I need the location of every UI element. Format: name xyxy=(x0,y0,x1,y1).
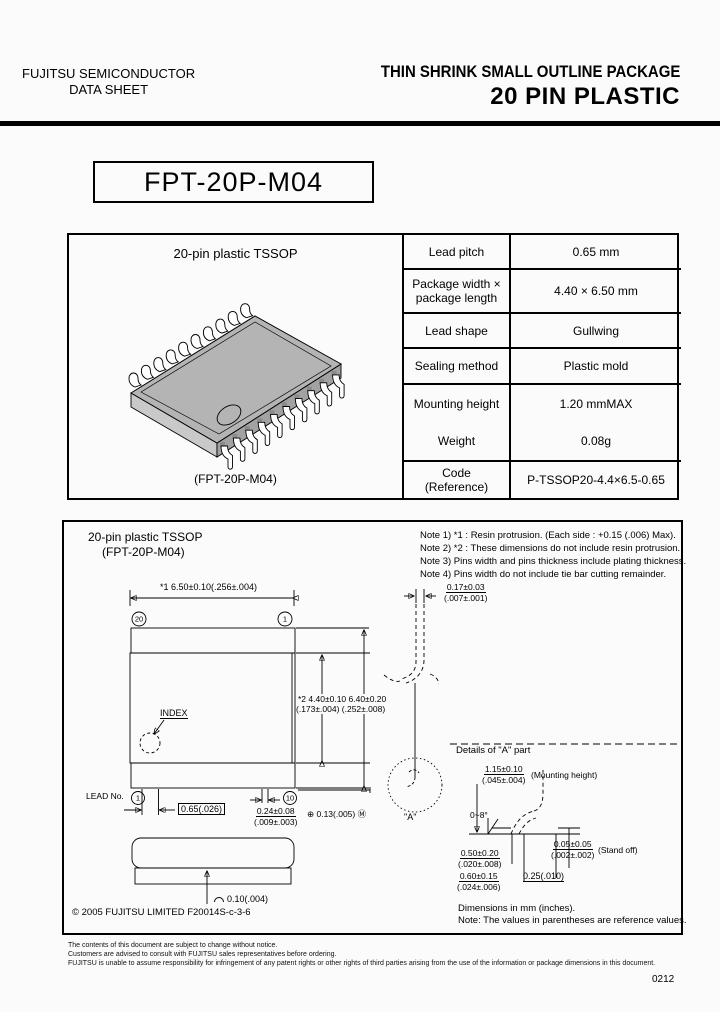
dim-gauge-plane: 0.25(.010) xyxy=(523,871,565,882)
spec-label: Package width × package length xyxy=(404,270,511,312)
drawing-title: 20-pin plastic TSSOP xyxy=(173,246,298,261)
index-label: INDEX xyxy=(160,708,188,719)
copyright-line: © 2005 FUJITSU LIMITED F20014S-c-3-6 xyxy=(72,907,251,918)
standoff-label: (Stand off) xyxy=(598,845,638,855)
dim-lead-width: 0.24±0.08 (.009±.003) xyxy=(254,806,298,827)
dim-body-width-inches: (.173±.004) (.252±.008) xyxy=(296,704,386,714)
units-note: Dimensions in mm (inches). xyxy=(458,903,576,914)
spec-label: Lead shape xyxy=(404,314,511,347)
dim-lead-thickness: 0.17±0.03 (.007±.001) xyxy=(444,582,488,603)
lead-elevation xyxy=(383,589,443,813)
note-2: Note 2) *2 : These dimensions do not inc… xyxy=(420,543,681,554)
footer-disclaimers: The contents of this document are subjec… xyxy=(68,941,655,968)
table-row: Lead pitch 0.65 mm xyxy=(404,235,681,270)
spec-value: P-TSSOP20-4.4×6.5-0.65 xyxy=(527,473,665,487)
reference-note: Note: The values in parentheses are refe… xyxy=(458,915,687,926)
document-type: DATA SHEET xyxy=(69,82,149,97)
package-overview-panel: 20-pin plastic TSSOP xyxy=(67,233,681,500)
lead-no-label: LEAD No. xyxy=(86,791,124,801)
detail-a-circle xyxy=(387,757,443,813)
spec-label: Lead pitch xyxy=(404,235,511,268)
package-top-face xyxy=(130,315,342,444)
disclaimer-line: FUJITSU is unable to assume responsibili… xyxy=(68,960,656,967)
detail-a-title: Details of "A" part xyxy=(456,745,531,756)
spec-value: 4.40 × 6.50 mm xyxy=(554,284,638,298)
note-1: Note 1) *1 : Resin protrusion. (Each sid… xyxy=(420,530,676,541)
detail-a-view xyxy=(450,743,678,882)
company-name: FUJITSU SEMICONDUCTOR xyxy=(22,66,196,81)
page-number: 0212 xyxy=(652,974,675,985)
seating-plane-icon xyxy=(214,897,224,902)
package-bevel-line xyxy=(140,321,332,435)
dim-foot-060: 0.60±0.15 (.024±.006) xyxy=(457,871,501,892)
header-title-block: THIN SHRINK SMALL OUTLINE PACKAGE 20 PIN… xyxy=(340,62,680,111)
note-4: Note 4) Pins width do not include tie ba… xyxy=(420,569,667,580)
side-view xyxy=(131,837,295,904)
spec-value: 0.65 mm xyxy=(572,244,620,259)
index-circle xyxy=(139,732,161,754)
pin1-index-mark xyxy=(216,404,242,426)
table-row: Package width × package length 4.40 × 6.… xyxy=(404,270,681,314)
dim-lead-pitch: 0.65(.026) xyxy=(178,803,226,815)
dim-lead-angle: 0~8° xyxy=(470,810,488,820)
header-company-block: FUJITSU SEMICONDUCTOR DATA SHEET xyxy=(22,66,195,98)
package-3d-drawing xyxy=(128,303,345,470)
dim-foot-050: 0.50±0.20 (.020±.008) xyxy=(458,848,502,869)
part-number-box: FPT-20P-M04 xyxy=(93,161,374,203)
table-row: Mounting height Weight 1.20 mmMAX 0.08g xyxy=(404,385,681,462)
package-drawing-cell: 20-pin plastic TSSOP xyxy=(69,235,402,498)
svg-text:20: 20 xyxy=(135,615,143,624)
svg-text:1: 1 xyxy=(283,615,287,624)
dim-flatness: 0.10(.004) xyxy=(214,894,268,904)
dimension-panel: 20 1 1 10 xyxy=(62,520,687,935)
part-number: FPT-20P-M04 xyxy=(143,166,324,197)
package-type-title: THIN SHRINK SMALL OUTLINE PACKAGE xyxy=(380,62,680,81)
spec-value: 1.20 mmMAX 0.08g xyxy=(559,396,633,449)
dim-overall-length: *1 6.50±0.10(.256±.004) xyxy=(160,582,257,592)
header-divider xyxy=(0,121,720,126)
lead-roots xyxy=(220,370,337,447)
mounting-height-label: (Mounting height) xyxy=(531,770,598,780)
dimension-drawing-subtitle: (FPT-20P-M04) xyxy=(102,545,185,559)
dimension-line-art: 20 1 1 10 xyxy=(124,589,678,904)
svg-text:10: 10 xyxy=(286,794,294,803)
dim-standoff: 0.05±0.05 (.002±.002) xyxy=(551,839,595,860)
spec-value: Plastic mold xyxy=(563,359,629,373)
dim-mounting-height: 1.15±0.10 (.045±.004) xyxy=(482,764,526,785)
spec-label: Sealing method xyxy=(404,349,511,383)
spec-label: Mounting height Weight xyxy=(404,385,511,460)
note-3: Note 3) Pins width and pins thickness in… xyxy=(420,556,687,567)
spec-label: Code (Reference) xyxy=(404,462,511,498)
table-row: Lead shape Gullwing xyxy=(404,314,681,349)
table-row: Code (Reference) P-TSSOP20-4.4×6.5-0.65 xyxy=(404,462,681,498)
dimension-drawing-title: 20-pin plastic TSSOP xyxy=(88,530,203,544)
spec-value: Gullwing xyxy=(572,323,620,338)
table-row: Sealing method Plastic mold xyxy=(404,349,681,385)
disclaimer-line: The contents of this document are subjec… xyxy=(68,942,278,949)
detail-a-callout: "A" xyxy=(404,812,417,822)
svg-text:1: 1 xyxy=(136,794,140,803)
dim-true-position: ⊕ 0.13(.005) Ⓜ xyxy=(307,809,367,819)
disclaimer-line: Customers are advised to consult with FU… xyxy=(68,951,337,958)
spec-table: Lead pitch 0.65 mm Package width × packa… xyxy=(402,235,681,498)
pin-count-title: 20 PIN PLASTIC xyxy=(490,83,680,110)
drawing-caption: (FPT-20P-M04) xyxy=(194,472,277,486)
dim-body-width: *2 4.40±0.10 6.40±0.20 xyxy=(298,694,387,704)
